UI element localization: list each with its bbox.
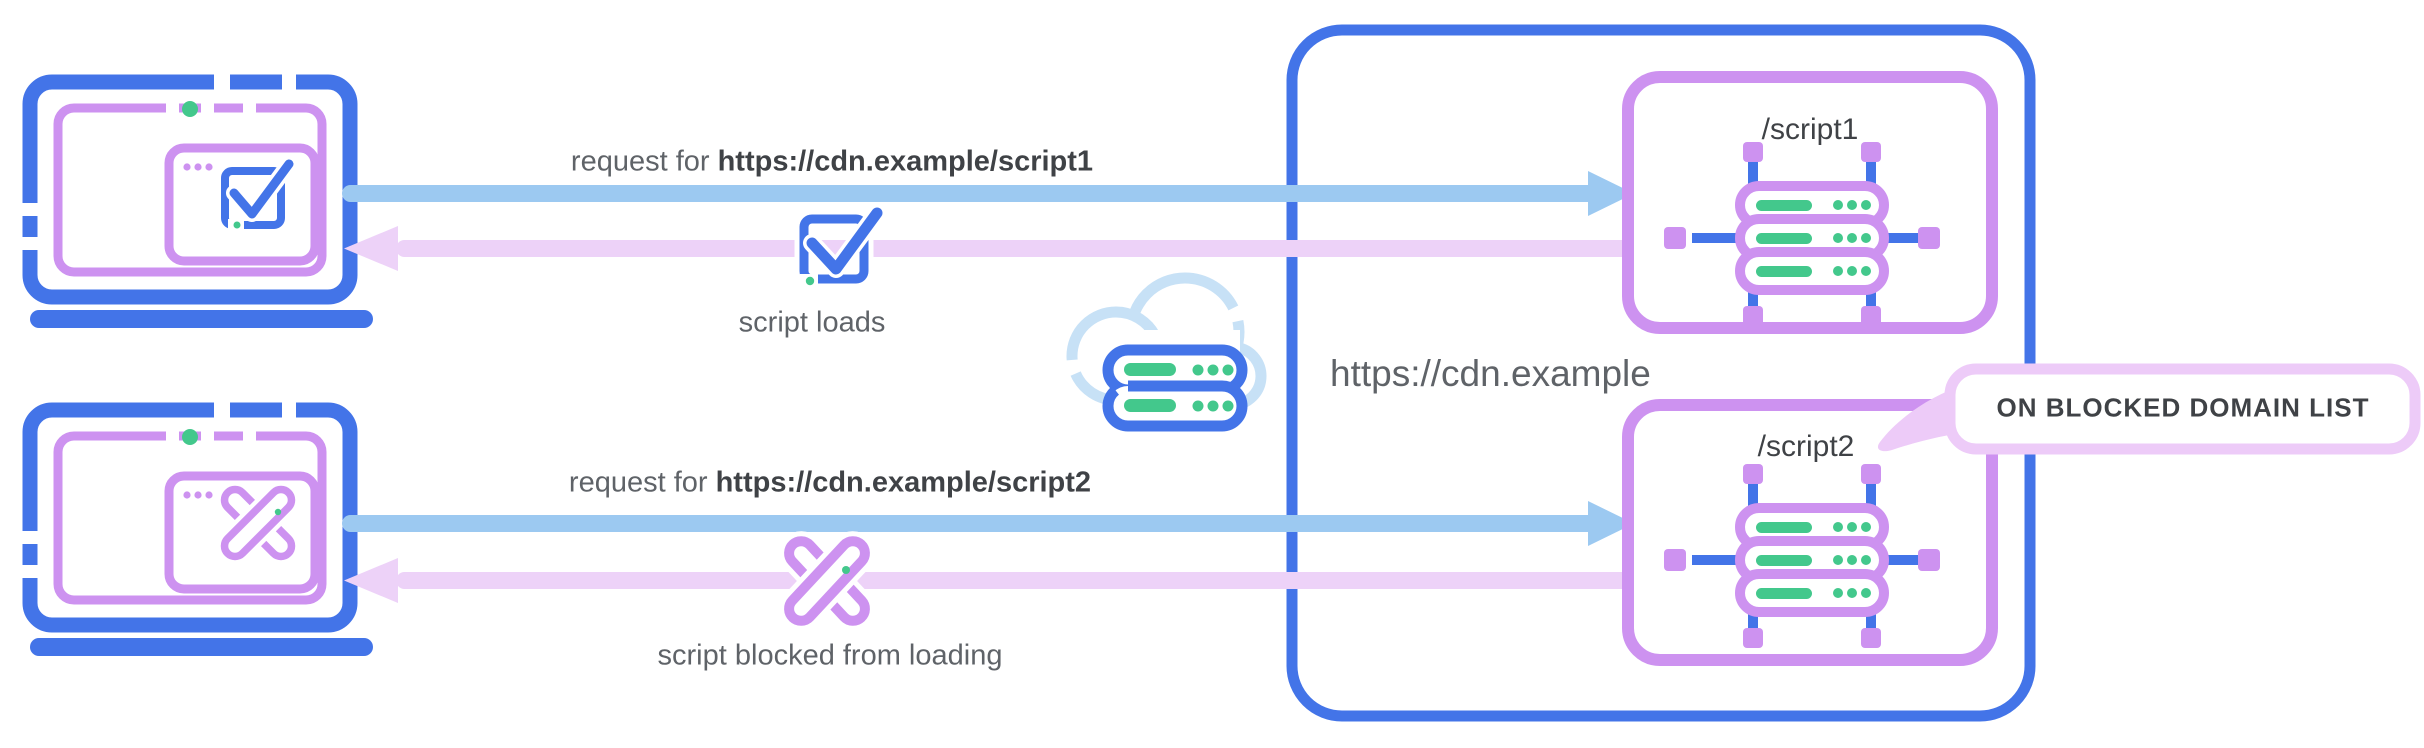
response-arrow-2 [344, 558, 1630, 603]
laptop-allowed-icon [21, 71, 373, 328]
request-prefix-2: request for [568, 466, 708, 499]
cross-icon [779, 531, 875, 631]
endpoint-label-script2: /script2 [1757, 430, 1855, 463]
endpoint-label-script1: /script1 [1761, 113, 1859, 146]
request-prefix-1: request for [570, 145, 710, 178]
request-url-2: https://cdn.example/script2 [715, 466, 1092, 499]
request-arrow-2 [342, 501, 1634, 546]
cloud-server-icon [1066, 272, 1267, 432]
callout-label: ON BLOCKED DOMAIN LIST [1996, 392, 2370, 423]
result-label-2: script blocked from loading [657, 639, 1003, 672]
request-arrow-1 [342, 171, 1634, 216]
request-url-1: https://cdn.example/script1 [717, 145, 1094, 178]
response-arrow-1 [344, 226, 1630, 271]
result-label-1: script loads [738, 306, 886, 339]
laptop-blocked-icon [21, 399, 373, 656]
callout-bubble [1877, 363, 2421, 455]
checkmark-icon [794, 204, 886, 289]
cdn-label: https://cdn.example [1330, 353, 1651, 394]
